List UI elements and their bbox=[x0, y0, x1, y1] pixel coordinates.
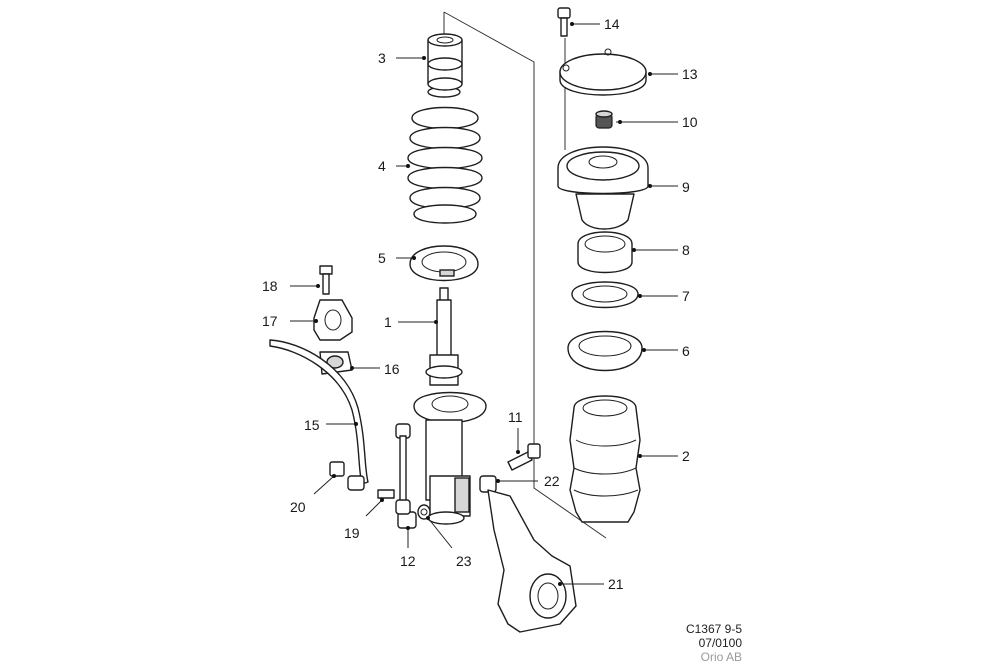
callout-18: 18 bbox=[262, 278, 320, 294]
label-22: 22 bbox=[544, 473, 560, 489]
top-nut bbox=[595, 110, 613, 129]
callout-13: 13 bbox=[648, 66, 698, 82]
label-15: 15 bbox=[304, 417, 320, 433]
label-1: 1 bbox=[384, 314, 392, 330]
label-6: 6 bbox=[682, 343, 690, 359]
callout-6: 6 bbox=[642, 343, 690, 359]
label-17: 17 bbox=[262, 313, 278, 329]
label-8: 8 bbox=[682, 242, 690, 258]
label-7: 7 bbox=[682, 288, 690, 304]
callout-16: 16 bbox=[350, 361, 400, 377]
strut-bearing bbox=[577, 231, 633, 274]
spring-seat-insulator bbox=[409, 245, 479, 282]
diagram-code: C1367 9-5 bbox=[685, 622, 742, 636]
upper-spring-seat bbox=[567, 330, 643, 372]
callout-11: 11 bbox=[508, 409, 523, 454]
label-4: 4 bbox=[378, 158, 386, 174]
callout-8: 8 bbox=[632, 242, 690, 258]
steering-knuckle bbox=[487, 489, 577, 633]
callout-22: 22 bbox=[496, 473, 560, 489]
label-2: 2 bbox=[682, 448, 690, 464]
label-11: 11 bbox=[508, 409, 523, 425]
callout-14: 14 bbox=[570, 16, 620, 32]
callout-19: 19 bbox=[344, 498, 384, 541]
top-plate bbox=[559, 48, 647, 96]
coil-spring bbox=[407, 106, 483, 224]
label-13: 13 bbox=[682, 66, 698, 82]
callout-9: 9 bbox=[648, 179, 690, 195]
callout-21: 21 bbox=[558, 576, 624, 592]
label-5: 5 bbox=[378, 250, 386, 266]
publisher-credit: Orio AB bbox=[700, 650, 742, 664]
callout-5: 5 bbox=[378, 250, 416, 266]
callout-12: 12 bbox=[400, 526, 416, 569]
label-9: 9 bbox=[682, 179, 690, 195]
stabilizer-link bbox=[395, 423, 411, 515]
label-21: 21 bbox=[608, 576, 624, 592]
label-23: 23 bbox=[456, 553, 472, 569]
strut-mount bbox=[557, 146, 649, 230]
small-fasteners bbox=[329, 461, 431, 529]
top-mount-bolt bbox=[557, 7, 571, 37]
shock-absorber-strut bbox=[413, 287, 487, 525]
upper-seat-ring bbox=[571, 281, 639, 309]
callout-7: 7 bbox=[638, 288, 690, 304]
label-20: 20 bbox=[290, 499, 306, 515]
part-callouts: 3 4 5 1 18 17 16 15 20 19 12 23 11 22 21… bbox=[262, 16, 698, 592]
bump-stop bbox=[427, 33, 463, 98]
label-3: 3 bbox=[378, 50, 386, 66]
label-16: 16 bbox=[384, 361, 400, 377]
label-14: 14 bbox=[604, 16, 620, 32]
label-12: 12 bbox=[400, 553, 416, 569]
callout-15: 15 bbox=[304, 417, 358, 433]
callout-2: 2 bbox=[638, 448, 690, 464]
label-19: 19 bbox=[344, 525, 360, 541]
dust-boot bbox=[569, 395, 641, 523]
stabilizer-bar bbox=[269, 339, 369, 485]
callout-1: 1 bbox=[384, 314, 438, 330]
callout-23: 23 bbox=[426, 516, 472, 569]
callout-10: 10 bbox=[616, 114, 698, 130]
label-18: 18 bbox=[262, 278, 278, 294]
stabilizer-bracket-group bbox=[313, 265, 353, 375]
diagram-date: 07/0100 bbox=[698, 636, 742, 650]
callout-4: 4 bbox=[378, 158, 410, 174]
callout-20: 20 bbox=[290, 474, 336, 515]
label-10: 10 bbox=[682, 114, 698, 130]
callout-3: 3 bbox=[378, 50, 426, 66]
callout-17: 17 bbox=[262, 313, 318, 329]
knuckle-bolt-and-nut bbox=[479, 443, 541, 493]
